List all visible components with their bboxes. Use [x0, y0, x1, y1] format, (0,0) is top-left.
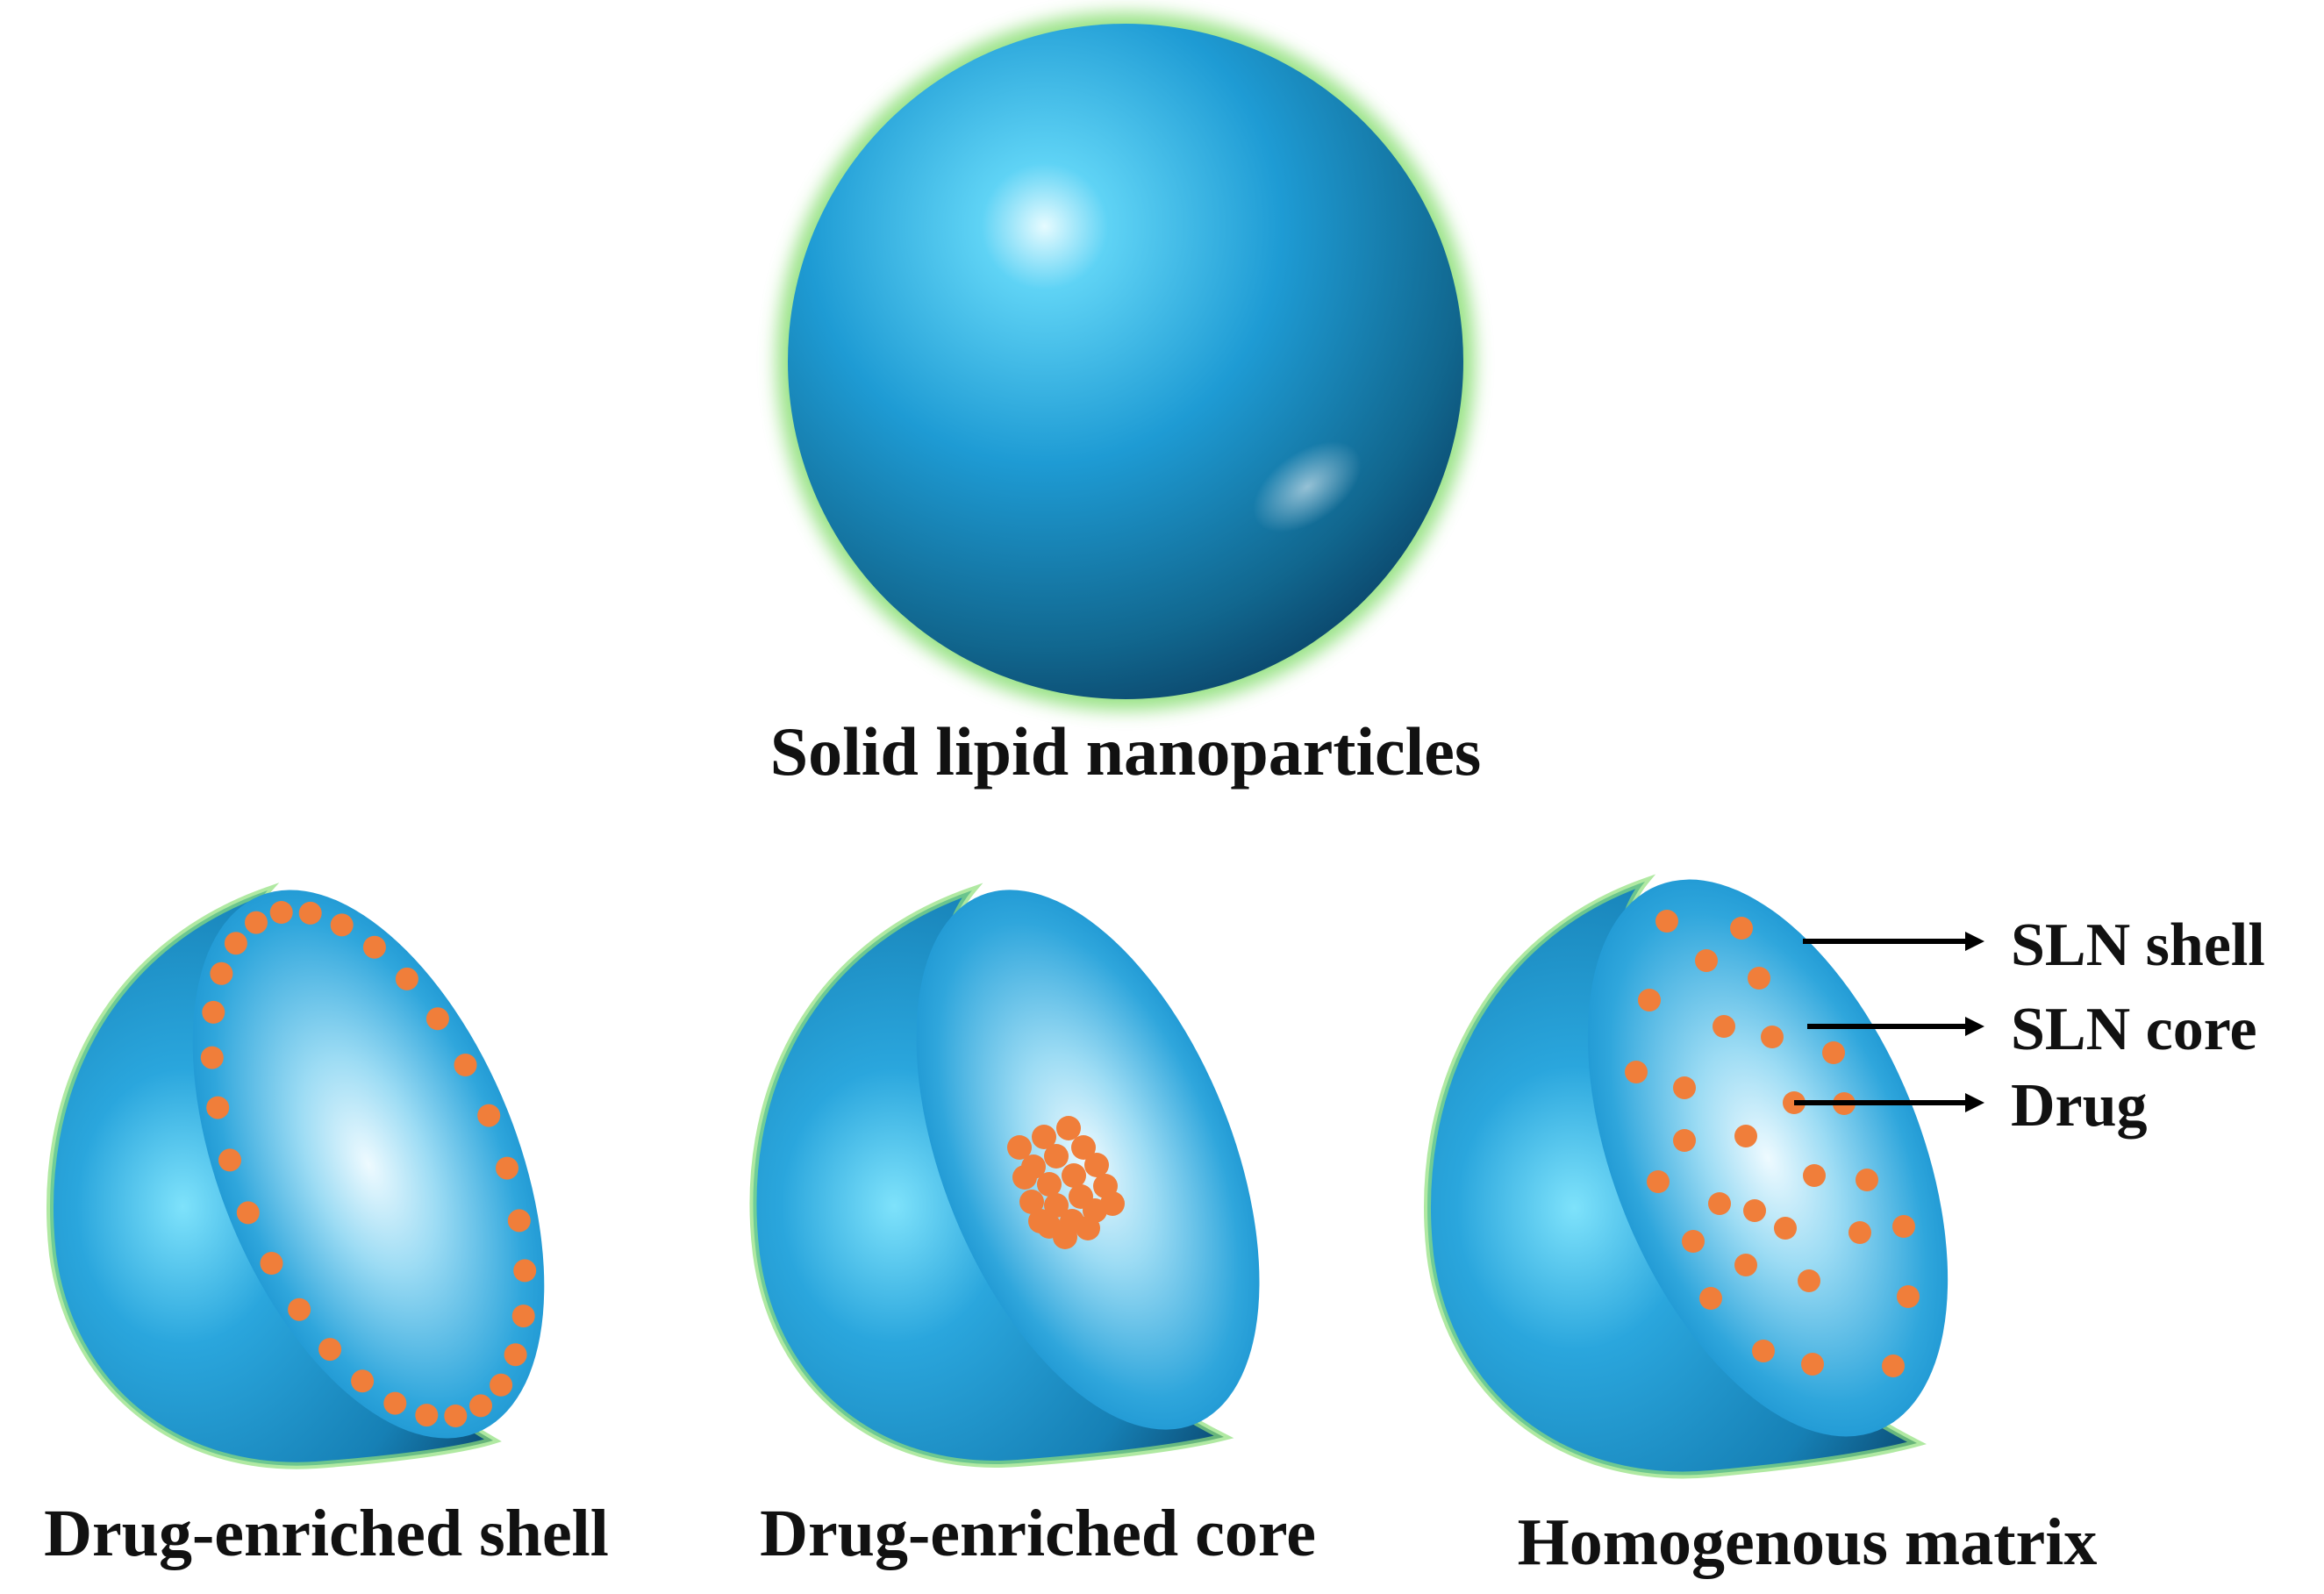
drug-dots-core [1007, 1116, 1125, 1249]
panel-homogenous-matrix [1424, 874, 1949, 1479]
panel-drug-enriched-shell [46, 883, 545, 1469]
legend-item-drug: Drug [1794, 1072, 2148, 1140]
drug-particle [1856, 1169, 1878, 1191]
drug-particle [362, 935, 386, 959]
drug-particle [1037, 1172, 1062, 1197]
drug-particle [1699, 1287, 1722, 1310]
drug-particle [1638, 989, 1661, 1011]
drug-particle [469, 1394, 492, 1418]
drug-particle [1032, 1125, 1056, 1149]
drug-particle [1708, 1192, 1731, 1215]
drug-particle [1734, 1125, 1757, 1147]
drug-particle [330, 913, 354, 937]
drug-particle [1752, 1340, 1775, 1362]
drug-particle [1655, 910, 1678, 933]
drug-particle [1044, 1193, 1069, 1218]
drug-particle [425, 1007, 449, 1031]
panel-label-matrix: Homogenous matrix [1518, 1505, 2098, 1579]
drug-dots-matrix [1625, 910, 1920, 1377]
drug-particle [1730, 917, 1753, 940]
drug-particle [206, 1096, 230, 1119]
drug-particle [1743, 1199, 1766, 1222]
drug-particle [1673, 1129, 1696, 1152]
drug-particle [511, 1305, 535, 1328]
legend-label-drug: Drug [2011, 1072, 2148, 1140]
legend-item-shell: SLN shell [1803, 911, 2265, 979]
panel-label-core: Drug-enriched core [760, 1497, 1316, 1570]
cut-face [1587, 879, 1949, 1437]
drug-particle [490, 1373, 513, 1397]
panel-label-shell: Drug-enriched shell [44, 1497, 609, 1570]
drug-particle [1892, 1215, 1915, 1238]
drug-particle [1625, 1061, 1648, 1083]
drug-particle [218, 1148, 241, 1172]
drug-particle [298, 901, 322, 925]
drug-particle [224, 932, 247, 955]
drug-particle [200, 1046, 224, 1069]
solid-lipid-nanoparticle-sphere [776, 12, 1475, 711]
drug-dots-shell [200, 901, 537, 1427]
drug-particle [1748, 967, 1770, 990]
drug-particle [1897, 1285, 1920, 1308]
drug-particle [1798, 1269, 1820, 1292]
legend-item-core: SLN core [1807, 996, 2257, 1063]
drug-particle [202, 1000, 225, 1024]
arrow-head-icon [1965, 932, 1984, 951]
drug-particle [1053, 1225, 1077, 1249]
drug-particle [1012, 1165, 1037, 1190]
drug-particle [1028, 1209, 1053, 1233]
drug-particle [1007, 1135, 1032, 1160]
drug-particle [260, 1252, 283, 1275]
drug-particle [1056, 1116, 1081, 1140]
drug-particle [395, 967, 418, 990]
drug-particle [1062, 1163, 1086, 1188]
drug-particle [383, 1391, 407, 1415]
drug-particle [513, 1259, 537, 1283]
drug-particle [496, 1156, 518, 1180]
drug-particle [245, 911, 268, 934]
drug-particle [1647, 1170, 1670, 1193]
drug-particle [444, 1405, 468, 1427]
drug-particle [1803, 1164, 1826, 1187]
drug-particle [1761, 1026, 1784, 1048]
drug-particle [1044, 1144, 1069, 1169]
drug-particle [318, 1338, 342, 1362]
drug-particle [1713, 1015, 1735, 1038]
drug-particle [1682, 1230, 1705, 1253]
drug-particle [236, 1201, 260, 1225]
drug-particle [1019, 1190, 1044, 1214]
drug-particle [351, 1369, 375, 1393]
drug-particle [1882, 1355, 1905, 1377]
drug-particle [1695, 949, 1718, 972]
legend-label-shell: SLN shell [2011, 911, 2265, 979]
drug-particle [1071, 1135, 1096, 1160]
drug-particle [454, 1054, 477, 1076]
drug-particle [507, 1209, 531, 1233]
drug-particle [1774, 1217, 1797, 1240]
cut-face [192, 890, 545, 1439]
legend-label-core: SLN core [2011, 996, 2257, 1063]
arrow-head-icon [1965, 1017, 1984, 1036]
drug-particle [1076, 1216, 1100, 1240]
legend: SLN shell SLN core Drug [1794, 911, 2265, 1140]
drug-particle [1100, 1191, 1125, 1216]
drug-particle [504, 1343, 527, 1367]
drug-particle [288, 1297, 311, 1321]
drug-particle [477, 1104, 501, 1127]
drug-particle [1084, 1153, 1109, 1177]
drug-particle [415, 1404, 439, 1427]
panel-drug-enriched-core [749, 883, 1260, 1468]
drug-particle [1822, 1041, 1845, 1064]
main-title: Solid lipid nanoparticles [770, 713, 1482, 790]
drug-particle [269, 901, 293, 924]
drug-particle [1801, 1353, 1824, 1376]
drug-particle [210, 961, 233, 985]
drug-particle [1673, 1076, 1696, 1099]
arrow-head-icon [1965, 1093, 1984, 1112]
drug-particle [1734, 1254, 1757, 1276]
drug-particle [1848, 1221, 1871, 1244]
